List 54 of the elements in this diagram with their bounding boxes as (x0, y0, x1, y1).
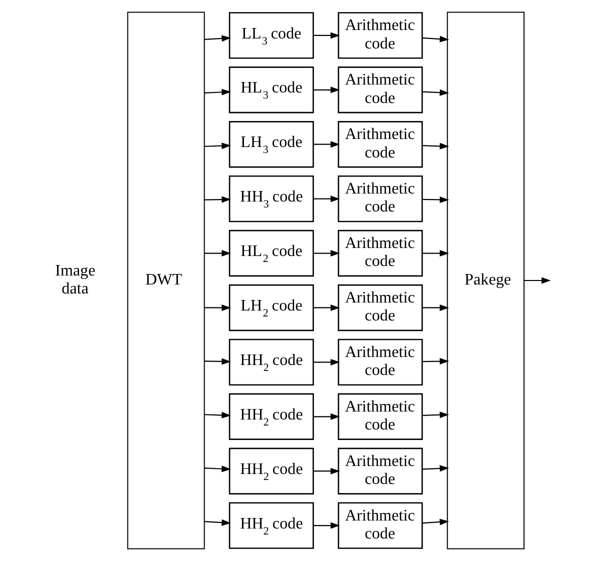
arrow (204, 35, 231, 42)
arrow (422, 412, 450, 418)
arrow (422, 36, 450, 42)
node-box: Arithmetic code (338, 284, 423, 332)
node-box: LH$_{2}$ code (228, 284, 314, 332)
arrow (422, 465, 450, 472)
arrow (204, 466, 231, 472)
node-box: HL$_{2}$ code (228, 230, 314, 277)
arrow (204, 358, 231, 365)
label: Image data (55, 262, 96, 298)
arrow (204, 196, 231, 203)
arrow (204, 142, 231, 150)
arrow (422, 304, 450, 311)
arrow (313, 196, 340, 202)
node-box: Arithmetic code (338, 66, 423, 114)
arrow (204, 88, 231, 96)
arrow (313, 468, 340, 474)
arrow (422, 250, 450, 257)
arrow (313, 86, 340, 94)
arrow (313, 250, 340, 257)
arrow (422, 358, 450, 365)
node-box: HH$_{2}$ code (228, 448, 314, 494)
arrow (204, 304, 231, 311)
node-box: Arithmetic code (338, 448, 423, 494)
arrow (422, 89, 450, 96)
node-box: HH$_{2}$ code (228, 502, 314, 549)
node-box: HH$_{3}$ code (228, 175, 314, 222)
arrow (313, 522, 340, 529)
arrow (422, 142, 450, 150)
node-box: Arithmetic code (338, 230, 423, 277)
arrow (313, 32, 340, 39)
node-box: Arithmetic code (338, 502, 423, 549)
node-box: Arithmetic code (338, 121, 423, 168)
node-box: LH$_{3}$ code (228, 121, 314, 168)
arrow (313, 141, 340, 148)
arrow (313, 304, 340, 311)
arrow (524, 277, 551, 284)
node-box: HH$_{2}$ code (228, 393, 314, 440)
node-box: Pakege (446, 12, 525, 550)
node-box: Arithmetic code (338, 175, 423, 222)
arrow (204, 250, 231, 257)
node-box: DWT (127, 12, 205, 550)
arrow (204, 412, 231, 418)
node-box: LL$_{3}$ code (228, 12, 314, 59)
node-box: Arithmetic code (338, 393, 423, 440)
node-box: Arithmetic code (338, 338, 423, 386)
arrow (313, 358, 340, 366)
node-box: HL$_{3}$ code (228, 66, 314, 114)
arrow (422, 518, 450, 526)
node-box: Arithmetic code (338, 12, 423, 59)
arrow (204, 519, 231, 526)
arrow (313, 413, 340, 420)
arrow (422, 196, 450, 203)
node-box: HH$_{2}$ code (228, 338, 314, 386)
